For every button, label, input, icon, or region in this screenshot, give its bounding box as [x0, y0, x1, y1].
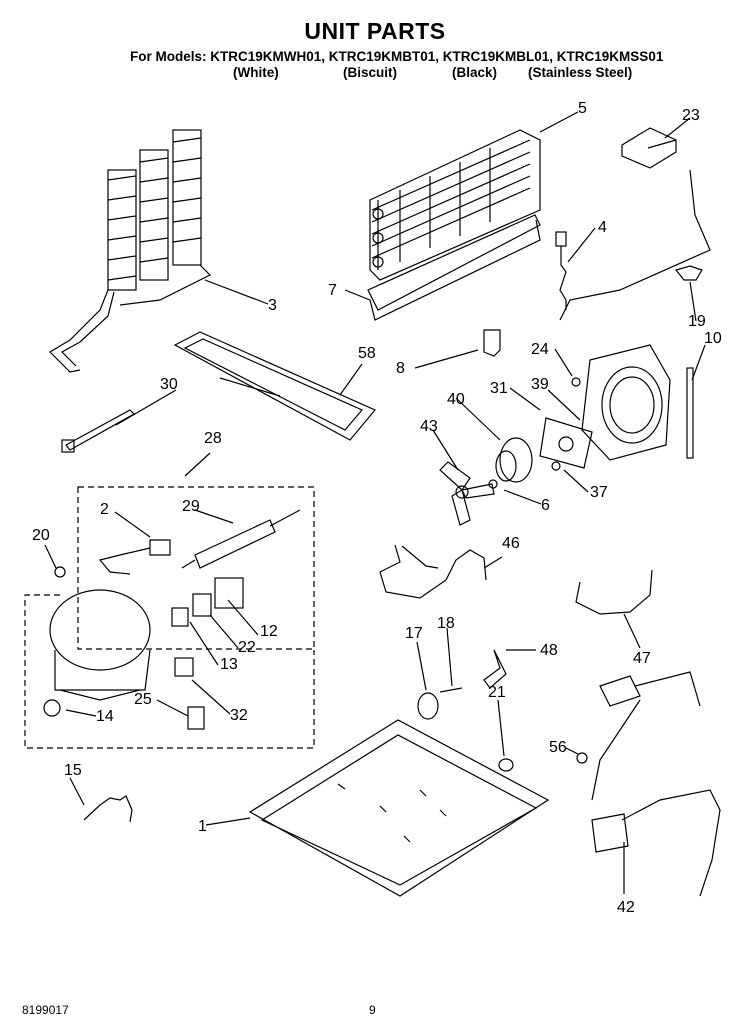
- variant-white: (White): [233, 65, 279, 80]
- callout-5: 5: [578, 100, 587, 117]
- roller: [417, 692, 439, 720]
- page-number: 9: [369, 1003, 376, 1017]
- callout-29: 29: [182, 498, 200, 515]
- callout-46: 46: [502, 535, 520, 552]
- callout-47: 47: [633, 650, 651, 667]
- screw-20: [54, 566, 66, 578]
- models-line: For Models: KTRC19KMWH01, KTRC19KMBT01, …: [130, 49, 664, 64]
- callout-2: 2: [100, 501, 109, 518]
- callout-42: 42: [617, 899, 635, 916]
- clip: [674, 265, 703, 281]
- callout-58: 58: [358, 345, 376, 362]
- evaporator-coil: [369, 129, 541, 281]
- callout-39: 39: [531, 376, 549, 393]
- callout-12: 12: [260, 623, 278, 640]
- bracket: [483, 329, 501, 357]
- compressor: [43, 589, 151, 717]
- callout-31: 31: [490, 380, 508, 397]
- screw-24: [571, 377, 581, 387]
- callout-14: 14: [96, 708, 114, 725]
- leader-lines: [44, 111, 706, 894]
- drain-pan: [173, 331, 376, 441]
- callout-22: 22: [238, 639, 256, 656]
- document-number: 8199017: [22, 1003, 69, 1017]
- callout-37: 37: [590, 484, 608, 501]
- defrost-trough: [367, 214, 541, 311]
- callout-40: 40: [447, 391, 465, 408]
- relay-25: [187, 706, 205, 730]
- callout-21: 21: [488, 684, 506, 701]
- unit-base: [248, 719, 550, 897]
- callout-10: 10: [704, 330, 722, 347]
- overload-22: [192, 593, 212, 617]
- screw-37: [551, 461, 561, 471]
- callout-25: 25: [134, 691, 152, 708]
- tube-48: [483, 649, 507, 689]
- defrost-timer: [181, 509, 301, 569]
- callout-1: 1: [198, 818, 207, 835]
- fan-motor: [495, 437, 533, 483]
- motor-bracket: [539, 417, 593, 469]
- callout-23: 23: [682, 107, 700, 124]
- condenser-coil: [49, 129, 212, 373]
- fan-blade: [439, 461, 495, 526]
- drain-hose: [575, 569, 653, 615]
- connector-13: [171, 607, 189, 627]
- wire-harness-main: [591, 671, 721, 897]
- screw-56: [576, 752, 588, 764]
- drain-tube: [65, 409, 135, 451]
- callout-19: 19: [688, 313, 706, 330]
- callout-15: 15: [64, 762, 82, 779]
- callout-24: 24: [531, 341, 549, 358]
- starter-kit-box: [77, 486, 315, 650]
- relay-32: [174, 657, 194, 677]
- callout-43: 43: [420, 418, 438, 435]
- callout-28: 28: [204, 430, 222, 447]
- callout-56: 56: [549, 739, 567, 756]
- fan-shroud: [581, 344, 671, 461]
- gasket: [686, 367, 694, 459]
- screw-6: [488, 479, 498, 489]
- callout-labels: 1 2 3 4 5 6 7 8 10 12 13 14 15 17 18 19 …: [32, 100, 722, 916]
- callout-32: 32: [230, 707, 248, 724]
- callout-13: 13: [220, 656, 238, 673]
- thermistor: [555, 169, 711, 321]
- callout-4: 4: [598, 219, 607, 236]
- variant-stainless: (Stainless Steel): [528, 65, 633, 80]
- wire-harness-small: [98, 539, 171, 575]
- relay-12: [214, 577, 244, 609]
- page-title: UNIT PARTS: [304, 18, 446, 44]
- callout-30: 30: [160, 376, 178, 393]
- callout-18: 18: [437, 615, 455, 632]
- callout-6: 6: [541, 497, 550, 514]
- variant-biscuit: (Biscuit): [343, 65, 397, 80]
- wire-15: [83, 795, 133, 823]
- callout-8: 8: [396, 360, 405, 377]
- water-tube: [379, 544, 487, 599]
- nut: [498, 758, 514, 772]
- callout-20: 20: [32, 527, 50, 544]
- compressor-kit-box: [24, 594, 315, 749]
- callout-7: 7: [328, 282, 337, 299]
- callout-48: 48: [540, 642, 558, 659]
- callout-3: 3: [268, 297, 277, 314]
- variant-black: (Black): [452, 65, 498, 80]
- callout-17: 17: [405, 625, 423, 642]
- control-cover: [621, 127, 677, 169]
